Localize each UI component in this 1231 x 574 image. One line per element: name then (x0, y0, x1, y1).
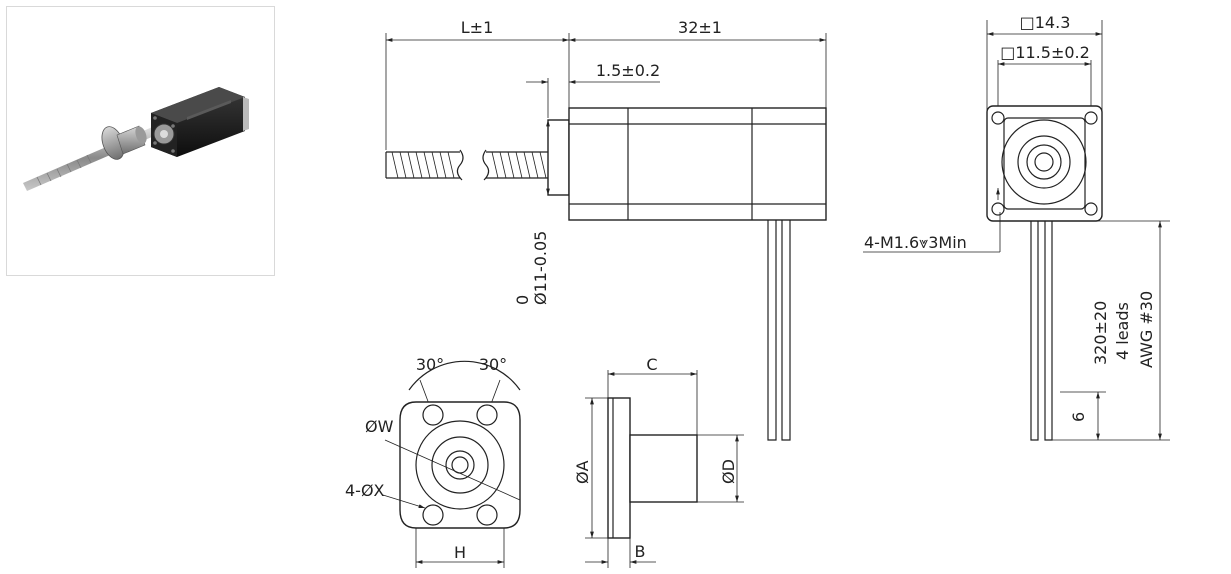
angle-right-label: 30° (479, 355, 507, 374)
flange-diameter-label: ØA (573, 460, 592, 484)
angle-left-label: 30° (416, 355, 444, 374)
lead-wires-side (767, 220, 791, 441)
mounting-boss (547, 119, 570, 196)
nut-length-label: C (646, 355, 657, 374)
hole-pitch-label: □11.5±0.2 (1000, 43, 1090, 62)
end-view: □14.3 □11.5±0.2 4-M1.6⩔3Min 320±20 4 lea… (863, 13, 1170, 441)
thread-spec-label: 4-M1.6⩔3Min (864, 233, 967, 252)
width-label: H (454, 543, 466, 562)
linear-stepper-motor-image (23, 87, 249, 191)
screw-length-label: L±1 (461, 18, 494, 37)
lead-screw-right (482, 149, 548, 181)
flange-thickness-label: B (635, 542, 646, 561)
nut-body-side (629, 434, 698, 503)
outer-square-label: □14.3 (1020, 13, 1071, 32)
hole-spec-label: 4-ØX (345, 481, 385, 500)
side-view: L±1 32±1 1.5±0.2 (385, 18, 827, 441)
lead-count-label: 4 leads (1113, 302, 1132, 360)
boss-tol-upper-label: 0 (513, 295, 532, 305)
pitch-diameter-label: ØW (365, 417, 394, 436)
nut-side-view: C ØA ØD B (573, 355, 744, 568)
lead-screw-left (385, 149, 464, 181)
lead-length-label: 320±20 (1091, 301, 1110, 365)
lead-gauge-label: AWG #30 (1137, 291, 1156, 368)
boss-height-label: 1.5±0.2 (596, 61, 660, 80)
strip-length-label: 6 (1069, 412, 1088, 422)
motor-body-side (568, 107, 827, 221)
product-photo (6, 6, 275, 276)
body-length-label: 32±1 (678, 18, 722, 37)
body-diameter-label: ØD (719, 459, 738, 484)
boss-diameter-label: Ø11-0.05 (531, 231, 550, 305)
lead-wires-end (1030, 221, 1053, 441)
nut-front-view: 30° 30° ØW 4-ØX H (345, 355, 521, 568)
nut-flange-side (607, 397, 631, 539)
